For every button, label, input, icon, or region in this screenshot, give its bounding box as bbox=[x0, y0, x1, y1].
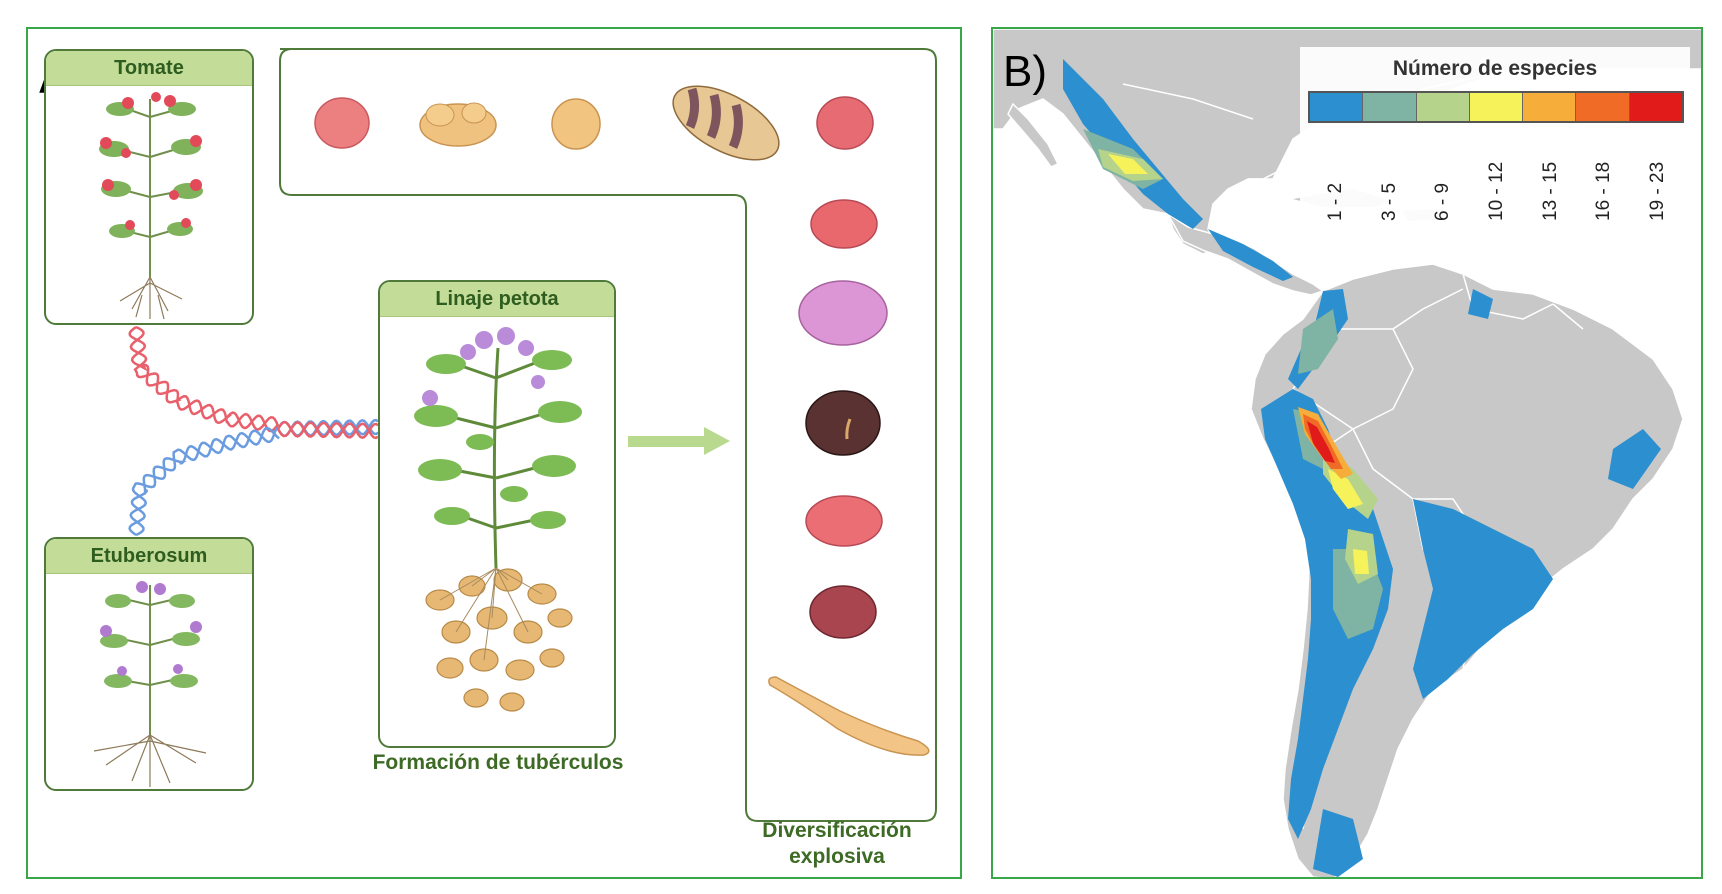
legend-tick-label: 19 - 23 bbox=[1647, 161, 1669, 221]
map-legend: Número de especies 1 - 2 3 - 5 6 - 9 10 - 1… bbox=[1300, 47, 1690, 237]
diversification-caption-line2: explosiva bbox=[789, 845, 885, 868]
tuber-striped-purple-icon bbox=[672, 85, 780, 161]
legend-swatch bbox=[1363, 93, 1417, 121]
tuber-dark-brown-icon bbox=[805, 390, 881, 456]
dna-helix-tomate bbox=[128, 326, 280, 433]
petota-card-title: Linaje petota bbox=[380, 282, 614, 317]
tuber-elongated-tan-icon bbox=[768, 676, 930, 756]
legend-tick-label: 3 - 5 bbox=[1378, 182, 1400, 221]
legend-swatch bbox=[1576, 93, 1630, 121]
legend-tick: 10 - 12 bbox=[1486, 131, 1516, 221]
tuber-container-outline bbox=[279, 48, 937, 822]
richness-class-10-12 bbox=[1108, 154, 1369, 574]
panel-b-label: B) bbox=[1003, 47, 1047, 96]
etuberosum-card: Etuberosum bbox=[44, 537, 254, 791]
dna-helix-etuberosum bbox=[128, 426, 280, 537]
legend-tick: 13 - 15 bbox=[1540, 131, 1570, 221]
legend-tick: 6 - 9 bbox=[1432, 131, 1462, 221]
tuber-column-right bbox=[768, 199, 930, 756]
legend-tick-label: 13 - 15 bbox=[1539, 161, 1561, 221]
dna-helix-tomate bbox=[129, 325, 280, 431]
legend-swatch bbox=[1523, 93, 1577, 121]
legend-swatch bbox=[1310, 93, 1364, 121]
richness-class-19-23 bbox=[1307, 421, 1335, 463]
tuber-row-top bbox=[314, 85, 874, 161]
tomato-plant-icon bbox=[99, 92, 203, 320]
legend-tick: 1 - 2 bbox=[1325, 131, 1355, 221]
legend-tick-label: 1 - 2 bbox=[1324, 182, 1346, 221]
legend-tick-label: 16 - 18 bbox=[1593, 161, 1615, 221]
tomate-card-title: Tomate bbox=[46, 51, 252, 86]
diversification-caption-line1: Diversificación bbox=[762, 819, 912, 842]
legend-color-bar bbox=[1308, 91, 1684, 123]
dna-helices bbox=[128, 325, 379, 537]
etuberosum-card-title: Etuberosum bbox=[46, 539, 252, 574]
tuber-red-round-2-icon bbox=[816, 96, 874, 150]
tomate-card: Tomate bbox=[44, 49, 254, 325]
legend-swatch bbox=[1629, 93, 1682, 121]
tuber-red-round-icon bbox=[314, 97, 370, 149]
dna-helix-etuberosum bbox=[129, 427, 279, 537]
legend-swatch bbox=[1469, 93, 1524, 121]
panel-b-map: B) Número de especies 1 - 2 3 - 5 6 - 9 10 … bbox=[991, 27, 1703, 879]
tuber-maroon-icon bbox=[809, 585, 877, 639]
tuber-red-knob-icon bbox=[810, 199, 878, 249]
etuberosum-plant-icon bbox=[93, 581, 207, 787]
tuber-red-oval-icon bbox=[805, 495, 883, 547]
legend-tick: 19 - 23 bbox=[1647, 131, 1677, 221]
legend-swatch bbox=[1416, 93, 1470, 121]
legend-tick-label: 6 - 9 bbox=[1432, 182, 1454, 221]
tuber-tan-round-icon bbox=[551, 98, 601, 150]
legend-title: Número de especies bbox=[1392, 57, 1598, 80]
tuber-knobby-tan-icon bbox=[419, 102, 497, 147]
baja-california bbox=[1007, 102, 1060, 168]
panel-a-graphics bbox=[128, 48, 937, 822]
tuber-formation-caption: Formación de tubérculos bbox=[372, 751, 624, 774]
potato-plant-icon bbox=[414, 327, 582, 712]
legend-tick-label: 10 - 12 bbox=[1486, 161, 1507, 221]
legend-tick: 16 - 18 bbox=[1593, 131, 1623, 221]
dna-helix-petota-red bbox=[276, 421, 379, 440]
legend-tick: 3 - 5 bbox=[1379, 131, 1409, 221]
panel-a-diagram: A) bbox=[26, 27, 962, 879]
petota-card: Linaje petota bbox=[378, 280, 616, 748]
dna-helix-petota-red bbox=[276, 420, 379, 440]
tuber-pink-purple-icon bbox=[798, 280, 888, 346]
arrow-right-icon bbox=[628, 427, 730, 455]
